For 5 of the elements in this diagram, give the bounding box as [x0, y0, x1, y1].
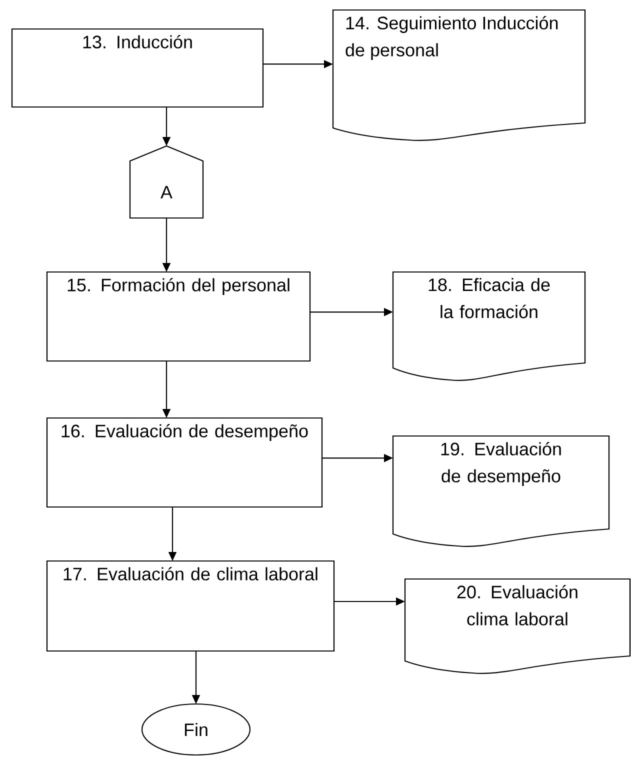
process-box: 13. Inducción [11, 28, 264, 108]
process-box: 17. Evaluación de clima laboral [46, 560, 335, 652]
process-box: 15. Formación del personal [46, 271, 311, 362]
process-box: 16. Evaluación de desempeño [46, 417, 323, 508]
off-page-connector: A [129, 145, 204, 219]
